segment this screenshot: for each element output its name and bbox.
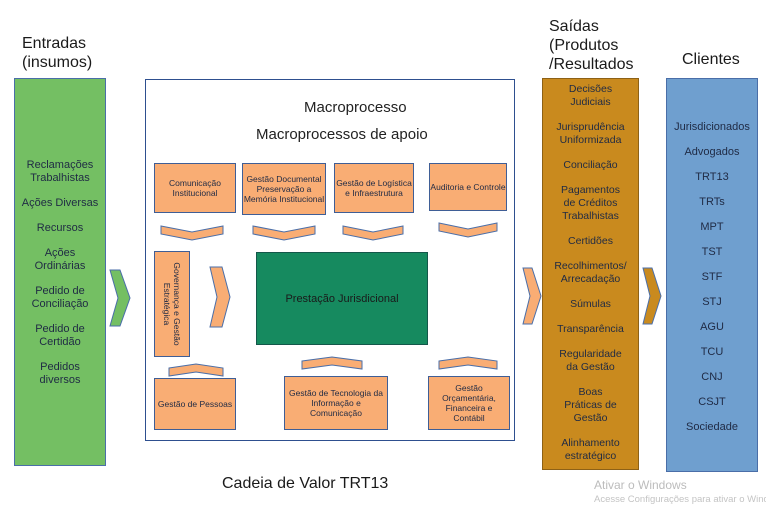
cliente-item: Advogados — [684, 146, 740, 158]
saida-item: Alinhamento estratégico — [561, 437, 620, 462]
saida-item: Pagamentos de Créditos Trabalhistas — [561, 184, 620, 222]
gestao-documental-box: Gestão Documental Preservação a Memória … — [242, 163, 326, 215]
comunicacao-box: Comunicação Institucional — [154, 163, 236, 213]
logistica-box: Gestão de Logística e Infraestrutura — [334, 163, 414, 213]
saida-item: Decisões Judiciais — [568, 83, 613, 108]
gestao-documental-down-arrow — [252, 225, 316, 241]
cliente-item: TRT13 — [695, 171, 729, 183]
auditoria-down-arrow — [438, 222, 498, 238]
entrada-item: Ações Diversas — [21, 197, 99, 209]
prestacao-jurisdicional-box: Prestação Jurisdicional — [256, 252, 428, 345]
entrada-item: Pedido de Certidão — [35, 323, 85, 348]
macroprocesso-frame: Macroprocesso Macroprocessos de apoio Co… — [145, 79, 515, 441]
saidas-header: Saídas (Produtos /Resultados — [549, 17, 634, 74]
diagram-caption: Cadeia de Valor TRT13 — [222, 475, 389, 492]
cliente-item: AGU — [700, 321, 724, 333]
saida-item: Recolhimentos/ Arrecadação — [554, 260, 627, 285]
saidas-to-clientes-arrow — [642, 267, 662, 325]
saidas-header-line3: /Resultados — [549, 56, 634, 73]
entrada-item: Pedido de Conciliação — [31, 285, 89, 310]
saida-item: Conciliação — [563, 159, 618, 171]
pessoas-box: Gestão de Pessoas — [154, 378, 236, 430]
entradas-header-line1: Entradas — [22, 35, 87, 52]
entradas-header-line2: (insumos) — [22, 54, 93, 71]
entrada-item: Recursos — [36, 222, 84, 234]
saida-item: Certidões — [568, 235, 613, 247]
clientes-column: Jurisdicionados Advogados TRT13 TRTs MPT… — [666, 78, 758, 472]
entradas-column: Reclamações Trabalhistas Ações Diversas … — [14, 78, 106, 466]
saida-item: Súmulas — [570, 298, 611, 310]
pessoas-up-arrow — [168, 363, 224, 377]
cliente-item: TST — [701, 246, 723, 258]
orcamentaria-up-arrow — [438, 356, 498, 370]
entrada-item: Reclamações Trabalhistas — [26, 159, 94, 184]
saida-item: Transparência — [557, 323, 624, 335]
entradas-header: Entradas (insumos) — [22, 34, 92, 72]
cliente-item: TCU — [700, 346, 724, 358]
orcamentaria-box: Gestão Orçamentária, Financeira e Contáb… — [428, 376, 510, 430]
saidas-header-line2: (Produtos — [549, 37, 619, 54]
saida-item: Regularidade da Gestão — [559, 348, 622, 373]
saidas-column: Decisões Judiciais Jurisprudência Unifor… — [542, 78, 639, 470]
macro-to-saidas-arrow — [522, 267, 542, 325]
cliente-item: TRTs — [699, 196, 725, 208]
cliente-item: Jurisdicionados — [674, 121, 750, 133]
cliente-item: STF — [701, 271, 723, 283]
comunicacao-down-arrow — [160, 225, 224, 241]
clientes-header: Clientes — [682, 51, 740, 68]
windows-watermark-subtitle: Acesse Configurações para ativar o Wind — [594, 494, 766, 505]
windows-watermark-title: Ativar o Windows — [594, 478, 687, 492]
entradas-arrow — [109, 269, 131, 327]
governanca-box: Governança e Gestão Estratégica — [154, 251, 190, 357]
entrada-item: Ações Ordinárias — [34, 247, 86, 272]
cliente-item: Sociedade — [686, 421, 738, 433]
macro-title: Macroprocesso — [304, 99, 407, 116]
cliente-item: STJ — [702, 296, 722, 308]
tecnologia-box: Gestão de Tecnologia da Informação e Com… — [284, 376, 388, 430]
auditoria-box: Auditoria e Controle — [429, 163, 507, 211]
saida-item: Boas Práticas de Gestão — [564, 386, 617, 424]
entrada-item: Pedidos diversos — [39, 361, 81, 386]
cliente-item: CSJT — [698, 396, 726, 408]
macro-subtitle: Macroprocessos de apoio — [256, 126, 428, 143]
governanca-label: Governança e Gestão Estratégica — [162, 262, 182, 346]
cliente-item: CNJ — [701, 371, 723, 383]
saida-item: Jurisprudência Uniformizada — [556, 121, 625, 146]
saidas-header-line1: Saídas — [549, 18, 599, 35]
tecnologia-up-arrow — [301, 356, 363, 370]
governanca-right-arrow — [209, 266, 231, 328]
logistica-down-arrow — [342, 225, 404, 241]
cliente-item: MPT — [700, 221, 724, 233]
